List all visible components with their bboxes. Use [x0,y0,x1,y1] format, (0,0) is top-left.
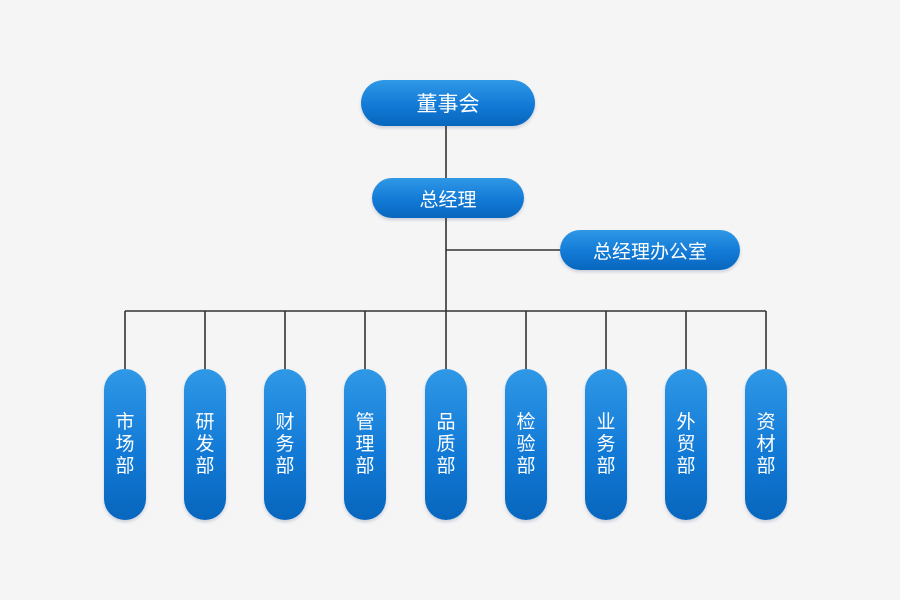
general-manager-label: 总经理 [419,188,477,211]
department-node-quality: 品质部 [425,369,467,520]
department-label: 业务部 [596,411,616,477]
department-label: 财务部 [275,411,295,477]
department-node-materials: 资材部 [745,369,787,520]
department-label: 资材部 [756,411,776,477]
department-label: 管理部 [355,411,375,477]
department-label: 市场部 [115,411,135,477]
board-node: 董事会 [361,80,535,126]
department-node-finance: 财务部 [264,369,306,520]
department-node-inspection: 检验部 [505,369,547,520]
department-label: 研发部 [195,411,215,477]
department-node-foreign-trade: 外贸部 [665,369,707,520]
gm-office-node: 总经理办公室 [560,230,740,270]
department-label: 检验部 [516,411,536,477]
department-node-management: 管理部 [344,369,386,520]
board-label: 董事会 [416,92,480,116]
general-manager-node: 总经理 [372,178,524,218]
department-label: 外贸部 [676,411,696,477]
department-node-business: 业务部 [585,369,627,520]
department-label: 品质部 [436,411,456,477]
gm-office-label: 总经理办公室 [592,240,707,263]
department-node-rnd: 研发部 [184,369,226,520]
department-node-market: 市场部 [104,369,146,520]
